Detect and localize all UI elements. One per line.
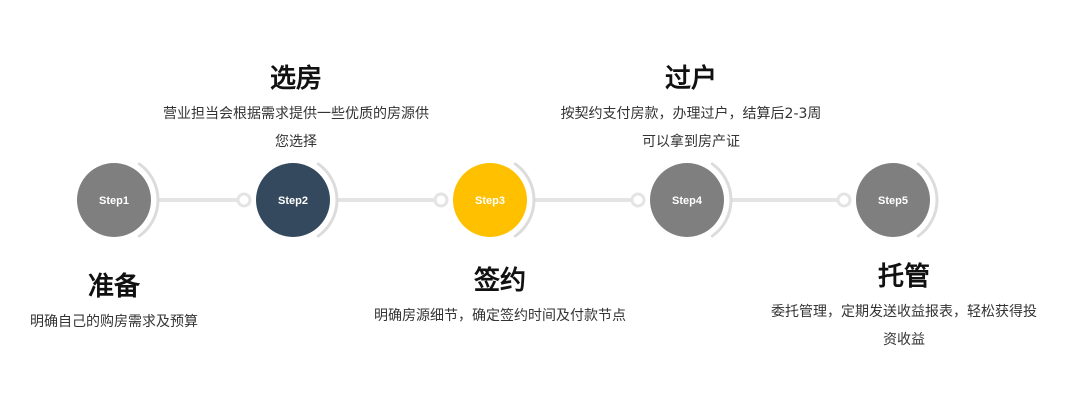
step4-description-line: 按契约支付房款，办理过户，结算后2-3周 — [560, 106, 822, 122]
step-arc-accent — [137, 162, 160, 238]
step3-title: 签约 — [473, 266, 527, 296]
step-arc-accent — [316, 162, 339, 238]
step-circle — [77, 163, 151, 237]
step-circle — [856, 163, 930, 237]
step3-description-line: 明确房源细节，确定签约时间及付款节点 — [374, 308, 626, 324]
step2-title: 选房 — [269, 64, 323, 94]
connector-node — [836, 192, 852, 208]
step-circle — [453, 163, 527, 237]
connector-node — [236, 192, 252, 208]
step-label: Step2 — [278, 195, 308, 207]
step5-description: 委托管理，定期发送收益报表，轻松获得投 资收益 — [734, 298, 1074, 354]
step-label: Step1 — [99, 195, 129, 207]
step4-description: 按契约支付房款，办理过户，结算后2-3周 可以拿到房产证 — [521, 100, 861, 156]
step2-description-line: 营业担当会根据需求提供一些优质的房源供 — [163, 106, 429, 122]
step-arc-accent — [513, 162, 536, 238]
step1-description: 明确自己的购房需求及预算 — [0, 308, 274, 336]
step1-title: 准备 — [87, 272, 141, 302]
step-circle — [256, 163, 330, 237]
connector-node — [433, 192, 449, 208]
step-circle — [650, 163, 724, 237]
step-label: Step5 — [878, 195, 908, 207]
step5-title: 托管 — [877, 262, 931, 292]
step4-title: 过户 — [664, 64, 718, 94]
step5-description-line: 资收益 — [883, 332, 925, 348]
step4-description-line: 可以拿到房产证 — [642, 134, 740, 150]
step1-description-line: 明确自己的购房需求及预算 — [30, 314, 198, 330]
step-arc-accent — [710, 162, 733, 238]
step2-description: 营业担当会根据需求提供一些优质的房源供 您选择 — [126, 100, 466, 156]
step5-description-line: 委托管理，定期发送收益报表，轻松获得投 — [771, 304, 1037, 320]
connector-node — [630, 192, 646, 208]
step-label: Step3 — [475, 195, 505, 207]
step2-description-line: 您选择 — [275, 134, 317, 150]
step3-description: 明确房源细节，确定签约时间及付款节点 — [330, 302, 670, 330]
step-arc-accent — [916, 162, 939, 238]
step-label: Step4 — [672, 195, 703, 207]
